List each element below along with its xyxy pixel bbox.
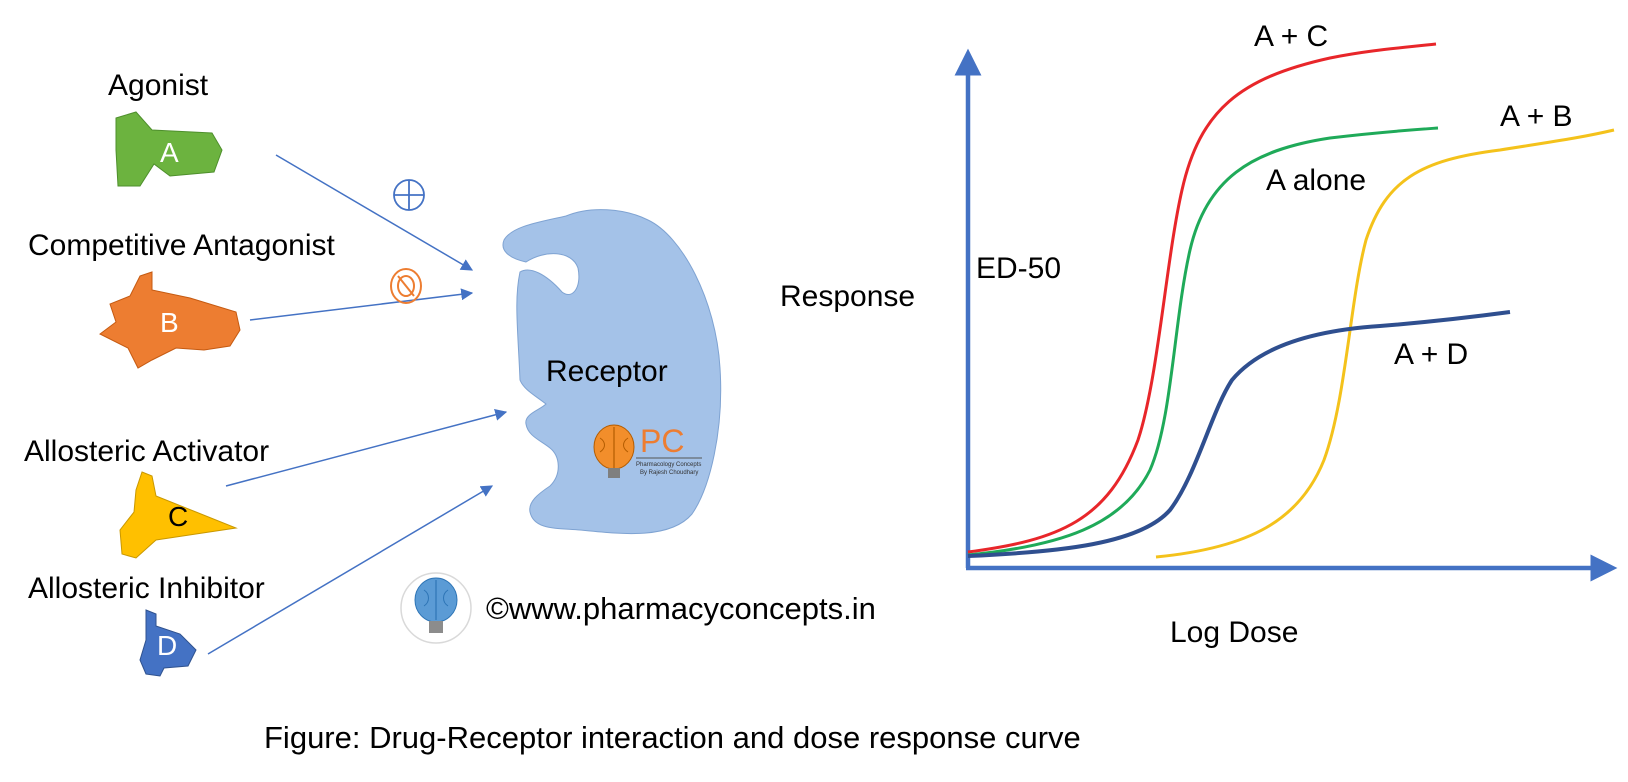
receptor-label: Receptor [546, 355, 668, 388]
ed50-label: ED-50 [976, 252, 1061, 285]
antagonist-arrow [249, 288, 474, 321]
competitive-antagonist-group: Competitive Antagonist B [28, 229, 336, 369]
curve-a-plus-c [967, 42, 1437, 554]
allosteric-activator-letter: C [168, 501, 188, 532]
competitive-antagonist-label: Competitive Antagonist [28, 229, 336, 262]
allosteric-activator-shape [119, 471, 238, 559]
inhibitor-arrow [207, 485, 494, 655]
series-label-a-plus-c: A + C [1254, 20, 1328, 53]
agonist-arrow [275, 154, 474, 271]
competitive-antagonist-letter: B [160, 307, 179, 338]
brain-icon [593, 424, 635, 478]
series-label-a-plus-b: A + B [1500, 100, 1573, 133]
agonist-group: Agonist A [108, 69, 223, 187]
chart: ED-50 Response Log Dose A + C A alone A … [780, 20, 1618, 649]
x-axis-label: Log Dose [1170, 616, 1298, 649]
figure-caption: Figure: Drug-Receptor interaction and do… [264, 720, 1081, 755]
plus-circle-icon [393, 179, 425, 211]
series-label-a-alone: A alone [1266, 164, 1366, 197]
pc-logo-subtitle-2: By Rajesh Choudhary [640, 470, 698, 476]
curve-a-plus-b [1155, 128, 1615, 559]
agonist-shape [115, 111, 223, 187]
curve-a-plus-d [967, 310, 1511, 558]
curve-a-alone [967, 126, 1439, 557]
agonist-label: Agonist [108, 69, 209, 102]
activator-arrow [225, 408, 508, 487]
brain-bulb-icon [414, 577, 458, 633]
allosteric-inhibitor-shape [139, 609, 197, 677]
allosteric-activator-group: Allosteric Activator C [24, 435, 269, 559]
y-axis-label: Response [780, 280, 915, 313]
competitive-antagonist-shape [99, 271, 241, 369]
allosteric-activator-label: Allosteric Activator [24, 435, 269, 468]
allosteric-inhibitor-group: Allosteric Inhibitor D [28, 572, 265, 677]
pc-logo-text: PC [640, 423, 684, 459]
website-logo [400, 572, 472, 644]
pc-logo: PC Pharmacology Concepts By Rajesh Choud… [593, 423, 702, 478]
agonist-letter: A [160, 137, 179, 168]
receptor-shape [502, 209, 722, 535]
website-text: ©www.pharmacyconcepts.in [486, 591, 876, 626]
series-label-a-plus-d: A + D [1394, 338, 1468, 371]
allosteric-inhibitor-label: Allosteric Inhibitor [28, 572, 265, 605]
prohibited-icon [390, 268, 422, 304]
pc-logo-subtitle-1: Pharmacology Concepts [636, 462, 701, 468]
allosteric-inhibitor-letter: D [157, 630, 177, 661]
